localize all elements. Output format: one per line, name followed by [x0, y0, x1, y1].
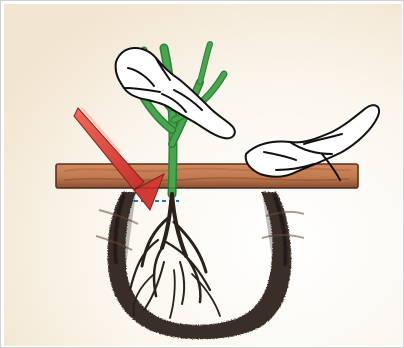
planting-illustration — [4, 4, 402, 346]
planting-illustration-svg — [4, 4, 402, 346]
leveling-board — [56, 164, 358, 188]
